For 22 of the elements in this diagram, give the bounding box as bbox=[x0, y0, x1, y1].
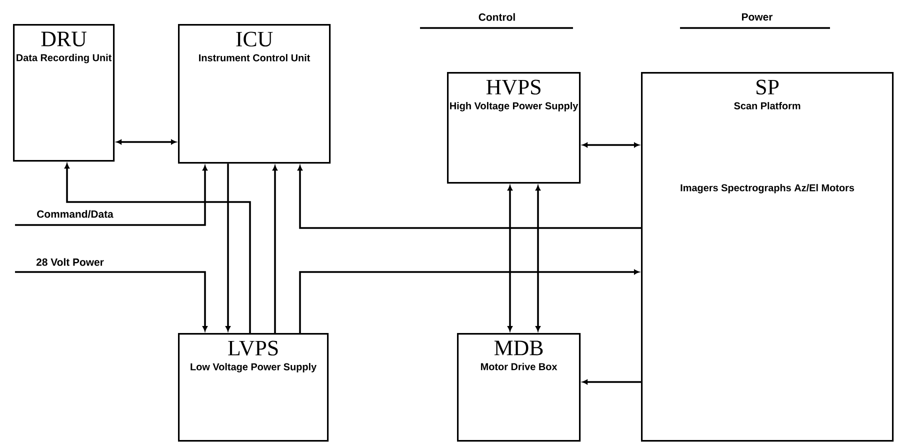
arrow bbox=[536, 185, 540, 332]
edge-label: Command/Data bbox=[36, 209, 114, 219]
process-box: DRU Data Recording Unit bbox=[13, 24, 115, 162]
arrow bbox=[508, 185, 512, 332]
process-box: SP Scan Platform Imagers Spectrographs Az/El Motors bbox=[641, 72, 894, 442]
process-box: ICU Instrument Control Unit bbox=[178, 24, 331, 164]
arrow bbox=[226, 164, 230, 332]
arrow bbox=[15, 165, 208, 226]
arrow bbox=[15, 271, 208, 332]
process-box: LVPS Low Voltage Power Supply bbox=[178, 333, 329, 442]
arrow bbox=[298, 165, 641, 229]
process-box: MDB Motor Drive Box bbox=[457, 333, 581, 442]
arrow bbox=[272, 165, 278, 333]
column-heading: Control bbox=[478, 13, 515, 21]
column-heading: Power bbox=[742, 13, 773, 21]
arrow bbox=[582, 142, 640, 148]
arrow bbox=[582, 380, 641, 384]
arrow bbox=[64, 163, 251, 333]
edge-label: 28 Volt Power bbox=[35, 257, 105, 267]
process-box: HVPS High Voltage Power Supply bbox=[447, 72, 581, 184]
arrow bbox=[116, 140, 176, 144]
arrow bbox=[299, 270, 640, 333]
